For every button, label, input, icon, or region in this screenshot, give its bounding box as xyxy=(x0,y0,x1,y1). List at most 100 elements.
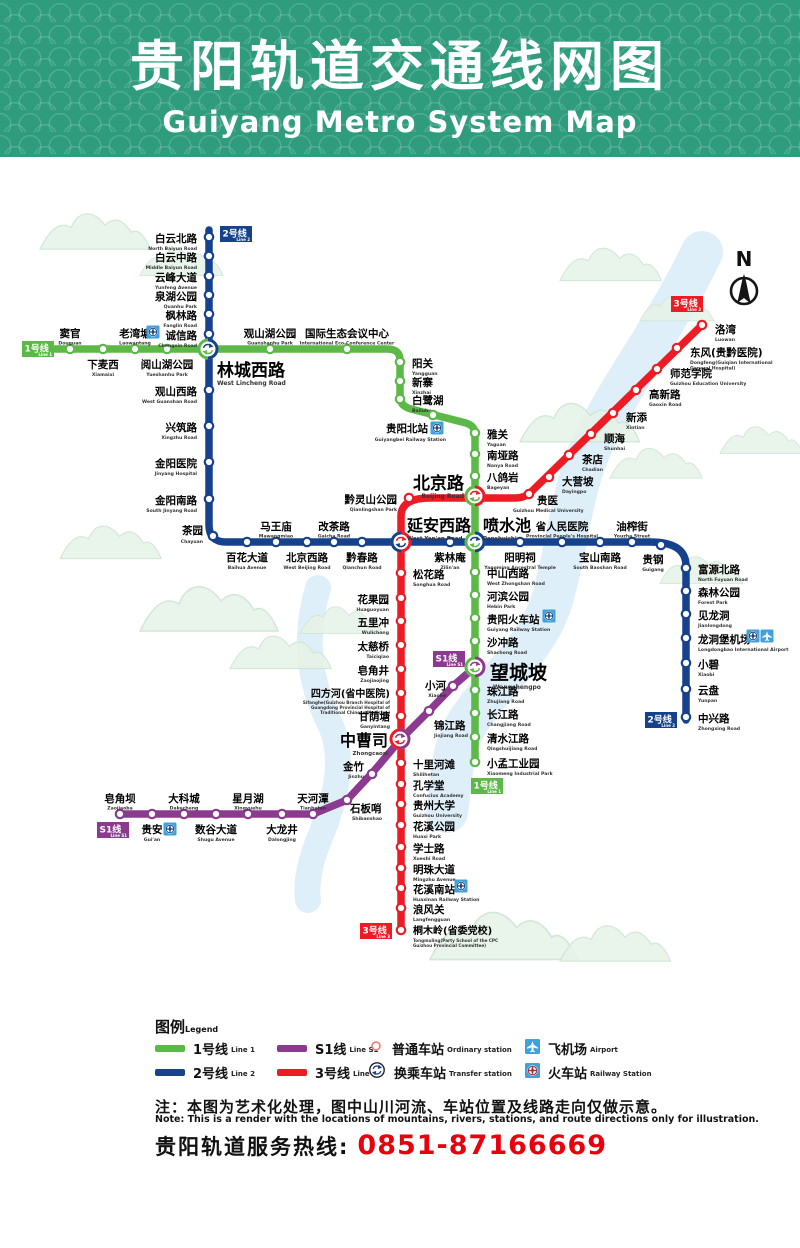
svg-text:长江路: 长江路 xyxy=(487,708,519,721)
service-hotline: 贵阳轨道服务热线: 0851-87166669 xyxy=(155,1130,607,1161)
svg-text:Jinjiang Road: Jinjiang Road xyxy=(433,733,468,739)
svg-text:S1线: S1线 xyxy=(100,824,122,836)
svg-text:Traditional Chinese Medicine): Traditional Chinese Medicine) xyxy=(320,710,390,715)
railway-station-icon xyxy=(146,325,160,339)
svg-text:Dayingpo: Dayingpo xyxy=(562,489,586,495)
station-dot xyxy=(395,798,407,810)
legend-item-airport: 飞机场 Airport xyxy=(525,1038,618,1058)
svg-text:明珠大道: 明珠大道 xyxy=(413,863,455,876)
note-en: Note: This is a render with the location… xyxy=(155,1114,759,1125)
svg-text:观山湖公园: 观山湖公园 xyxy=(244,327,297,340)
svg-text:北京西路: 北京西路 xyxy=(286,551,328,564)
svg-text:Xiaomeng Industrial Park: Xiaomeng Industrial Park xyxy=(487,771,554,777)
svg-text:八鸽岩: 八鸽岩 xyxy=(486,471,519,484)
svg-text:Line 2: Line 2 xyxy=(661,723,675,728)
legend-airport-label: 飞机场 xyxy=(548,1042,588,1058)
line-label-box-lineS1: S1线 Line S1 xyxy=(97,822,129,838)
svg-text:锦江路: 锦江路 xyxy=(434,719,466,732)
lineS1-color-swatch xyxy=(277,1044,307,1052)
svg-text:五里冲: 五里冲 xyxy=(358,616,390,629)
svg-text:阳关: 阳关 xyxy=(412,357,433,370)
svg-text:General Hospital): General Hospital) xyxy=(690,365,735,371)
svg-text:油榨街: 油榨街 xyxy=(616,520,648,533)
svg-text:观山西路: 观山西路 xyxy=(155,385,197,398)
station-dot xyxy=(680,585,692,597)
station-dot xyxy=(469,470,481,482)
railway-station-icon xyxy=(430,421,444,435)
svg-text:Zilin'an: Zilin'an xyxy=(440,565,459,571)
svg-text:West Guanshan Road: West Guanshan Road xyxy=(142,399,197,405)
station-dot xyxy=(394,393,406,405)
svg-text:枫林路: 枫林路 xyxy=(166,309,198,322)
station-dot xyxy=(394,356,406,368)
svg-text:North Fuyuan Road: North Fuyuan Road xyxy=(698,577,748,583)
svg-text:东风(贵黔医院): 东风(贵黔医院) xyxy=(690,346,763,359)
station-dot xyxy=(203,231,215,243)
svg-text:窦官: 窦官 xyxy=(60,327,81,340)
svg-text:黔灵山公园: 黔灵山公园 xyxy=(345,493,398,506)
svg-text:Songhua Road: Songhua Road xyxy=(413,582,450,588)
svg-text:白鹭湖: 白鹭湖 xyxy=(412,394,444,407)
svg-text:Zhongxing Road: Zhongxing Road xyxy=(698,726,740,732)
station-dot xyxy=(680,608,692,620)
svg-text:贵钢: 贵钢 xyxy=(643,553,664,566)
svg-text:Jinyang Hospital: Jinyang Hospital xyxy=(154,471,198,477)
svg-text:Yunpan: Yunpan xyxy=(697,698,717,704)
svg-text:数谷大道: 数谷大道 xyxy=(194,823,237,836)
station-dot xyxy=(607,407,619,419)
station-dot xyxy=(395,778,407,790)
station-dot xyxy=(129,343,141,355)
svg-text:省人民医院: 省人民医院 xyxy=(535,520,589,533)
svg-text:Langfengguan: Langfengguan xyxy=(413,917,450,923)
svg-text:Guizhou Education University: Guizhou Education University xyxy=(670,381,746,387)
railway-station-icon xyxy=(163,822,177,836)
station-dot xyxy=(469,635,481,647)
map-title-zh: 贵阳轨道交通线网图 xyxy=(130,35,670,98)
svg-text:改茶路: 改茶路 xyxy=(318,520,350,533)
mountain xyxy=(559,247,663,282)
station-dot xyxy=(395,841,407,853)
svg-text:1号线: 1号线 xyxy=(25,343,49,355)
svg-text:学士路: 学士路 xyxy=(413,842,445,855)
station-dot xyxy=(469,684,481,696)
svg-text:Gui'an: Gui'an xyxy=(144,837,160,843)
legend-ordinary-label: 普通车站 xyxy=(392,1042,445,1058)
svg-text:皂角坝: 皂角坝 xyxy=(104,792,136,805)
station-dot xyxy=(395,615,407,627)
station-dot xyxy=(680,711,692,723)
legend-title-zh: 图例 xyxy=(155,1018,186,1036)
svg-text:Shilihetan: Shilihetan xyxy=(413,772,439,778)
legend-line2-label: 2号线 xyxy=(193,1066,229,1082)
station-dot xyxy=(394,375,406,387)
svg-text:大营坡: 大营坡 xyxy=(562,475,594,488)
svg-text:北京路: 北京路 xyxy=(413,473,465,494)
svg-text:Line S1: Line S1 xyxy=(110,833,127,838)
hotline-number: 0851-87166669 xyxy=(357,1130,608,1161)
station-dot xyxy=(563,449,575,461)
svg-text:Changjiang Road: Changjiang Road xyxy=(487,722,531,728)
legend-airport-label-en: Airport xyxy=(590,1046,618,1054)
svg-text:Guigang: Guigang xyxy=(642,567,664,573)
legend-railway-label: 火车站 xyxy=(548,1066,588,1082)
station-dot xyxy=(395,862,407,874)
